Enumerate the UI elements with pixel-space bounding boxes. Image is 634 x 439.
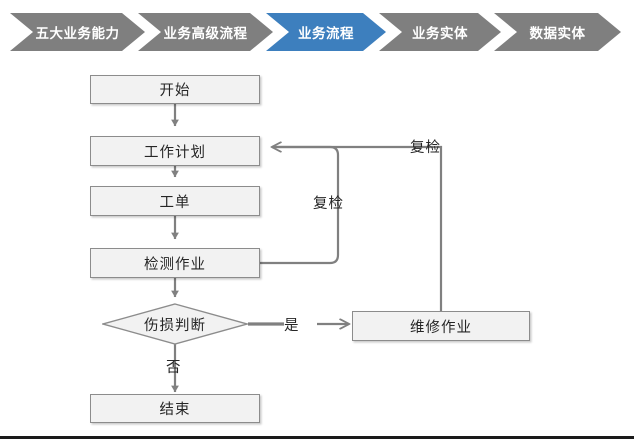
node-repair-label: 维修作业 [410, 319, 472, 336]
node-decision-label: 伤损判断 [144, 317, 206, 334]
node-inspect-label: 检测作业 [144, 256, 206, 273]
edge-label-recheck-outer: 复检 [410, 136, 441, 157]
diamond-shape [102, 303, 248, 345]
edge-label-yes-text: 是 [284, 318, 300, 334]
node-start[interactable]: 开始 [90, 75, 260, 104]
node-repair[interactable]: 维修作业 [352, 311, 530, 341]
node-end[interactable]: 结束 [90, 394, 260, 423]
node-decision[interactable]: 伤损判断 [102, 303, 248, 345]
edge-label-yes: 是 [284, 314, 300, 335]
node-end-label: 结束 [159, 402, 191, 418]
edge-label-recheck-outer-text: 复检 [410, 140, 441, 156]
node-inspect[interactable]: 检测作业 [90, 248, 260, 278]
edge-label-recheck-inner: 复检 [313, 192, 344, 213]
node-workplan[interactable]: 工作计划 [90, 136, 260, 166]
edge-label-no-text: 否 [166, 360, 182, 376]
edge-label-no: 否 [166, 356, 182, 377]
node-start-label: 开始 [159, 83, 191, 99]
node-workorder[interactable]: 工单 [90, 186, 260, 216]
node-workorder-label: 工单 [159, 194, 191, 211]
node-workplan-label: 工作计划 [144, 144, 206, 161]
edge-label-recheck-inner-text: 复检 [313, 196, 344, 212]
edge-repair-recheck-to-workplan [272, 145, 443, 311]
